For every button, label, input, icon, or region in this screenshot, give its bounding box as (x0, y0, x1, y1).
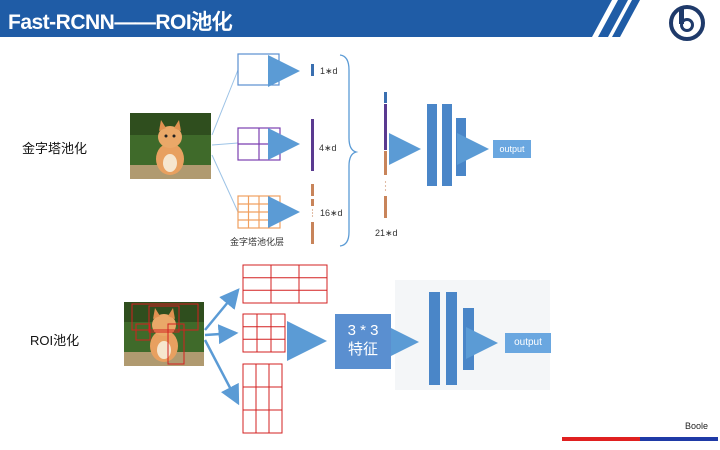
level-label-1d: 1∗d (320, 66, 338, 76)
brace (339, 54, 359, 247)
footer-bar-blue (640, 437, 718, 441)
roi-pooling-label: ROI池化 (30, 333, 80, 348)
pyramid-grid-1x1 (237, 53, 280, 86)
bar-16d (311, 184, 314, 244)
output-box-bottom: output (505, 333, 551, 353)
page-title: Fast-RCNN——ROI池化 (8, 11, 233, 34)
footer-bar-red (562, 437, 640, 441)
fanout-lines-top (211, 69, 239, 213)
bar-21d (384, 92, 387, 218)
cat-illustration-icon (130, 113, 211, 179)
level-label-4d: 4∗d (319, 143, 337, 153)
fanout-arrows-bottom (203, 288, 240, 406)
feature-box-line2: 特征 (347, 341, 378, 358)
arrows-top-grids (268, 55, 300, 228)
cat-image-bottom (124, 302, 204, 366)
header-bar: Fast-RCNN——ROI池化 (0, 0, 720, 37)
fc-layers-top (427, 104, 466, 186)
pyramid-layer-label: 金字塔池化层 (230, 237, 285, 247)
pyramid-grid-4x4 (237, 195, 281, 229)
feature-box-line1: 3 * 3 (347, 322, 379, 339)
roi-grid-tall (242, 363, 283, 434)
pyramid-pooling-label: 金字塔池化 (22, 141, 88, 156)
pyramid-grid-2x2 (237, 127, 281, 161)
bar-1d (311, 64, 314, 76)
roi-grid-square (242, 313, 286, 353)
roi-grid-wide (242, 264, 328, 304)
boole-logo-icon (669, 5, 705, 41)
output-box-top: output (493, 140, 531, 158)
header-background (0, 0, 720, 37)
concat-label-21d: 21∗d (375, 228, 398, 238)
cat-image-top (130, 113, 211, 179)
bar-4d (311, 119, 314, 171)
feature-box: 3 * 3 特征 (335, 314, 391, 369)
cat-with-roi-illustration-icon (124, 302, 204, 366)
level-label-16d: 16∗d (320, 208, 343, 218)
roi-boxes (131, 303, 199, 365)
footer-brand: Boole (684, 421, 708, 431)
